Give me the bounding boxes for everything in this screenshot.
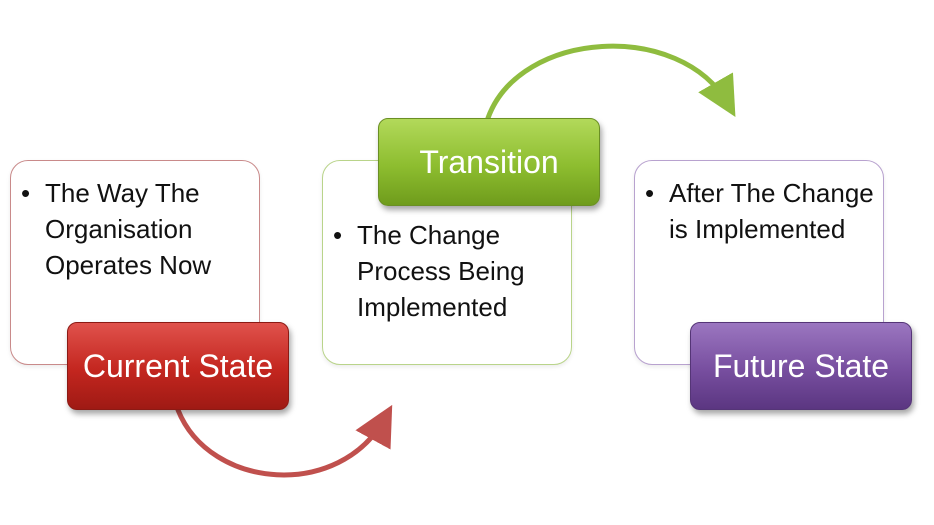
future-state-label: Future State: [690, 322, 912, 410]
arrow-transition-to-future: [485, 43, 736, 121]
current-state-bullet: The Way The Organisation Operates Now: [11, 175, 251, 283]
future-state-bullets: After The Change is Implemented: [635, 175, 875, 247]
transition-bullets: The Change Process Being Implemented: [323, 217, 563, 325]
transition-card: The Change Process Being Implemented: [322, 160, 572, 365]
current-state-label: Current State: [67, 322, 289, 410]
current-state-card: The Way The Organisation Operates Now: [10, 160, 260, 365]
current-state-bullets: The Way The Organisation Operates Now: [11, 175, 251, 283]
transition-label: Transition: [378, 118, 600, 206]
future-state-bullet: After The Change is Implemented: [635, 175, 875, 247]
arrow-current-to-transition: [175, 404, 393, 478]
transition-bullet: The Change Process Being Implemented: [323, 217, 563, 325]
